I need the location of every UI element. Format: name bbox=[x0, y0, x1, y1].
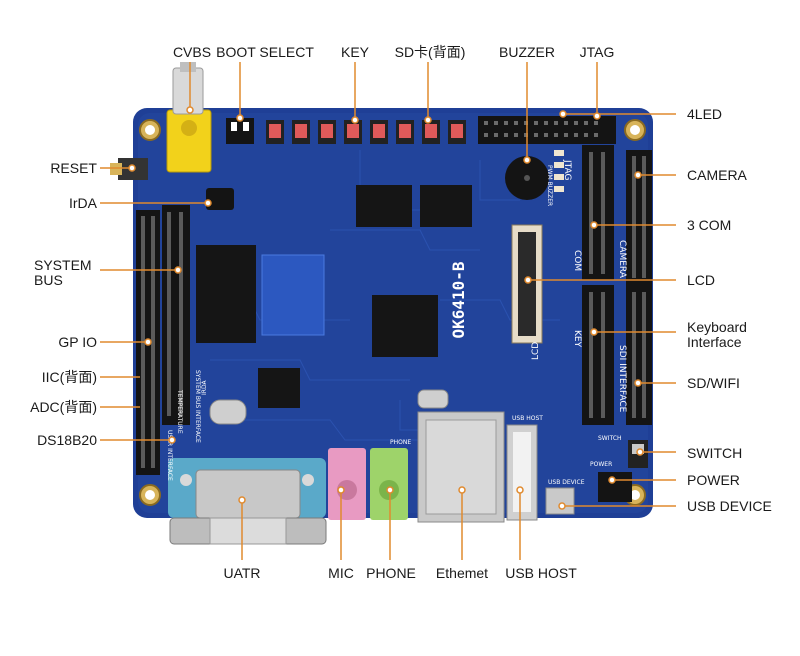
ram-chip-1 bbox=[356, 185, 412, 227]
ram-chip-2 bbox=[420, 185, 472, 227]
silk-irda: IRDA bbox=[201, 380, 208, 395]
cpu-chip bbox=[372, 295, 438, 357]
silk-com: COM bbox=[572, 250, 582, 271]
ethernet-chip bbox=[258, 368, 300, 408]
memory-chip-left bbox=[196, 245, 256, 343]
label-cvbs: CVBS bbox=[172, 44, 212, 60]
label-irda: IrDA bbox=[69, 195, 97, 211]
label-sd-wifi: SD/WIFI bbox=[687, 375, 740, 391]
label-usb-device: USB DEVICE bbox=[687, 498, 772, 514]
label-gpio: GP IO bbox=[58, 334, 97, 350]
board-model-text: OK6410-B bbox=[449, 261, 468, 338]
key-header bbox=[582, 285, 614, 425]
label-camera: CAMERA bbox=[687, 167, 747, 183]
silk-pwm-buzzer: PWM BUZZER bbox=[546, 165, 553, 206]
jtag-header bbox=[478, 116, 616, 144]
core-board bbox=[261, 254, 325, 336]
label-system-bus: SYSTEM BUS bbox=[34, 257, 92, 288]
silk-user-interface: USER INTERFACE bbox=[166, 430, 173, 481]
label-3com: 3 COM bbox=[687, 217, 732, 233]
camera-header bbox=[626, 150, 652, 285]
silk-temperature: TEMPERATURE bbox=[176, 389, 183, 434]
silk-switch: SWITCH bbox=[598, 435, 622, 442]
silk-sdi: SDI INTERFACE bbox=[617, 345, 627, 413]
label-mic: MIC bbox=[328, 565, 354, 581]
crystal bbox=[209, 399, 247, 425]
boot-select-switch bbox=[226, 118, 254, 144]
label-keyboard-interface: Keyboard Interface bbox=[687, 319, 747, 350]
silk-lcd: LCD bbox=[531, 342, 541, 360]
silk-system-bus: SYSTEM BUS INTERFACE bbox=[194, 370, 201, 443]
label-ethernet: Ethemet bbox=[435, 565, 489, 581]
label-iic: IIC(背面) bbox=[41, 369, 97, 385]
label-adc: ADC(背面) bbox=[30, 399, 97, 415]
silk-power: POWER bbox=[590, 461, 612, 468]
silk-usb-host: USB HOST bbox=[512, 415, 543, 422]
four-leds bbox=[554, 150, 564, 192]
silk-phone: PHONE bbox=[390, 439, 411, 446]
label-power: POWER bbox=[687, 472, 740, 488]
label-jtag: JTAG bbox=[579, 44, 615, 60]
usb-device-port bbox=[545, 487, 575, 515]
key-buttons bbox=[266, 120, 466, 144]
label-usb-host: USB HOST bbox=[505, 565, 577, 581]
callout-dots bbox=[128, 106, 644, 510]
silk-usb-device: USB DEVICE bbox=[548, 479, 585, 486]
label-uart: UATR bbox=[223, 565, 261, 581]
label-lcd: LCD bbox=[687, 272, 716, 288]
silk-jtag: JTAG bbox=[562, 159, 572, 180]
silk-camera: CAMERA bbox=[617, 240, 627, 279]
cvbs-rca-jack bbox=[166, 109, 212, 173]
label-reset: RESET bbox=[50, 160, 97, 176]
crystal-2 bbox=[417, 389, 449, 409]
sdi-header bbox=[626, 285, 652, 425]
label-phone: PHONE bbox=[366, 565, 416, 581]
label-buzzer: BUZZER bbox=[499, 44, 555, 60]
callout-lines bbox=[100, 62, 676, 560]
irda-module bbox=[206, 188, 234, 210]
label-ds18b20: DS18B20 bbox=[37, 432, 97, 448]
silk-key: KEY bbox=[572, 330, 582, 348]
label-sd-card: SD卡(背面) bbox=[394, 44, 466, 60]
com-header bbox=[582, 145, 614, 280]
label-key: KEY bbox=[340, 44, 370, 60]
system-bus-header bbox=[162, 205, 190, 425]
power-jack bbox=[598, 472, 632, 502]
label-4led: 4LED bbox=[687, 106, 723, 122]
label-boot-select: BOOT SELECT bbox=[216, 44, 314, 60]
label-switch: SWITCH bbox=[687, 445, 743, 461]
